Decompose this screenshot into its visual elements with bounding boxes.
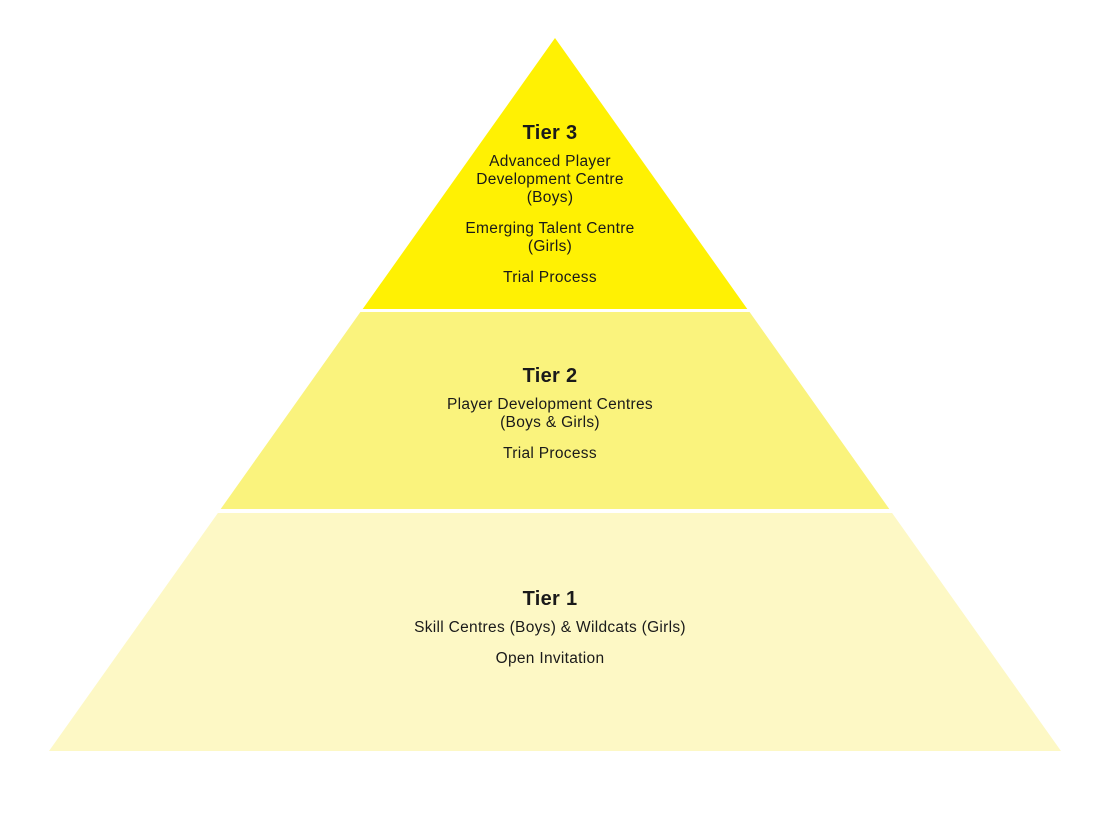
tier-1-shape <box>49 513 1061 751</box>
tier-3-heading: Tier 3 <box>522 122 578 144</box>
tier-2-shape <box>220 312 890 509</box>
tier-2-text-block: Tier 2 Player Development Centres (Boys … <box>0 365 1100 463</box>
tier-3-shape <box>362 38 748 309</box>
tier-1-text-block: Tier 1 Skill Centres (Boys) & Wildcats (… <box>0 588 1100 668</box>
tier-2-group-pdc: Player Development Centres (Boys & Girls… <box>0 396 1100 432</box>
tier-2-line: (Boys & Girls) <box>500 414 600 431</box>
tier-3-line: (Boys) <box>526 189 574 206</box>
tier-3-group-trial: Trial Process <box>0 269 1100 287</box>
tier-2-line: Player Development Centres <box>447 396 653 413</box>
tier-2-line: Trial Process <box>503 445 597 462</box>
tier-2-group-trial: Trial Process <box>0 445 1100 463</box>
tier-3-line: Advanced Player <box>489 153 611 170</box>
tier-3-line: Emerging Talent Centre <box>465 220 635 237</box>
tier-1-heading: Tier 1 <box>522 588 578 610</box>
tier-3-text-block: Tier 3 Advanced Player Development Centr… <box>0 122 1100 287</box>
tier-3-line: Development Centre <box>476 171 624 188</box>
tier-2-heading: Tier 2 <box>522 365 578 387</box>
tier-3-group-etc: Emerging Talent Centre (Girls) <box>0 220 1100 256</box>
tier-1-line: Open Invitation <box>495 650 605 667</box>
tier-3-line: (Girls) <box>527 238 573 255</box>
tier-3-line: Trial Process <box>503 269 597 286</box>
tier-1-line: Skill Centres (Boys) & Wildcats (Girls) <box>414 619 686 636</box>
tier-1-group-skill-centres: Skill Centres (Boys) & Wildcats (Girls) <box>0 619 1100 637</box>
tier-1-group-open-invitation: Open Invitation <box>0 650 1100 668</box>
tier-3-group-apdc: Advanced Player Development Centre (Boys… <box>0 153 1100 207</box>
